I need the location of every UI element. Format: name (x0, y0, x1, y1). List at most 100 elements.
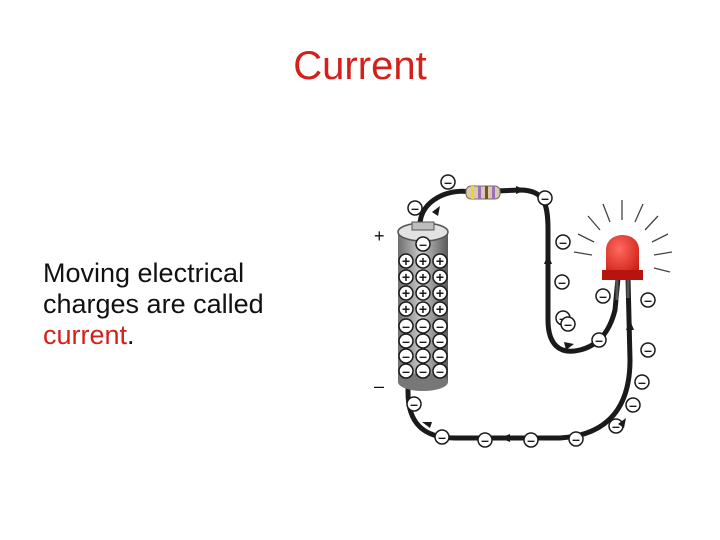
negative-charge: – (477, 432, 493, 448)
negative-charge: – (568, 431, 584, 447)
negative-charge: – (591, 332, 607, 348)
svg-text:+: + (402, 253, 410, 269)
svg-text:+: + (419, 253, 427, 269)
negative-charge: – (554, 274, 570, 290)
negative-charge: – (415, 318, 431, 334)
body-period: . (127, 320, 135, 350)
negative-charge: – (625, 397, 641, 413)
svg-text:–: – (527, 432, 535, 448)
negative-charge: – (555, 234, 571, 250)
svg-text:–: – (419, 318, 427, 334)
arrow-marker (516, 186, 526, 194)
svg-text:+: + (419, 269, 427, 285)
negative-charge: – (640, 342, 656, 358)
negative-charge: – (406, 396, 422, 412)
svg-text:–: – (419, 363, 427, 379)
positive-charge: + (398, 285, 414, 301)
positive-terminal-label: + (374, 226, 385, 246)
svg-text:+: + (402, 285, 410, 301)
arrow-marker (544, 254, 552, 264)
svg-text:–: – (419, 236, 427, 252)
svg-text:–: – (638, 374, 646, 390)
svg-text:–: – (558, 274, 566, 290)
svg-text:–: – (541, 190, 549, 206)
svg-text:–: – (559, 234, 567, 250)
svg-text:–: – (572, 431, 580, 447)
positive-charge: + (398, 253, 414, 269)
svg-text:–: – (419, 348, 427, 364)
arrow-marker (618, 418, 626, 428)
negative-charge: – (434, 429, 450, 445)
svg-text:–: – (402, 348, 410, 364)
negative-charge: – (432, 363, 448, 379)
svg-text:–: – (436, 363, 444, 379)
svg-text:–: – (644, 342, 652, 358)
negative-charge: – (398, 363, 414, 379)
negative-charge: – (440, 174, 456, 190)
arrow-marker (432, 206, 440, 216)
positive-charge: + (432, 285, 448, 301)
body-line-3: current. (43, 320, 343, 351)
negative-charge: – (415, 236, 431, 252)
slide-body-text: Moving electrical charges are called cur… (43, 258, 343, 351)
svg-text:–: – (599, 288, 607, 304)
arrow-marker (422, 422, 432, 428)
positive-charge: + (398, 269, 414, 285)
body-line-1: Moving electrical (43, 258, 245, 288)
svg-text:–: – (564, 316, 572, 332)
svg-text:–: – (436, 333, 444, 349)
positive-charge: + (415, 285, 431, 301)
svg-text:+: + (419, 285, 427, 301)
negative-charge: – (398, 318, 414, 334)
negative-charge: – (415, 363, 431, 379)
negative-charge: – (432, 318, 448, 334)
svg-text:–: – (444, 174, 452, 190)
positive-charge: + (432, 253, 448, 269)
svg-text:–: – (436, 318, 444, 334)
slide-title: Current (0, 44, 720, 89)
circuit-wire-return (405, 275, 633, 441)
current-direction-arrows (422, 186, 634, 442)
svg-text:–: – (644, 292, 652, 308)
negative-charge: – (595, 288, 611, 304)
positive-charge: + (415, 253, 431, 269)
svg-text:–: – (402, 318, 410, 334)
negative-charge: – (432, 348, 448, 364)
negative-charge: – (407, 200, 423, 216)
svg-text:+: + (419, 301, 427, 317)
svg-text:–: – (481, 432, 489, 448)
svg-text:–: – (438, 429, 446, 445)
arrow-marker (564, 342, 574, 350)
svg-text:–: – (410, 396, 418, 412)
circuit-wire (417, 187, 621, 354)
led-bulb (602, 235, 643, 300)
negative-charge: – (398, 348, 414, 364)
svg-text:–: – (402, 333, 410, 349)
svg-text:+: + (402, 301, 410, 317)
slide-title-text: Current (293, 44, 427, 88)
svg-text:–: – (411, 200, 419, 216)
negative-charge: – (398, 333, 414, 349)
svg-text:–: – (612, 418, 620, 434)
resistor (465, 185, 501, 200)
wire-charges: ––––––––––––––––––– (406, 174, 656, 448)
positive-charge: + (415, 301, 431, 317)
positive-charge: + (432, 269, 448, 285)
svg-text:–: – (629, 397, 637, 413)
negative-charge: – (537, 190, 553, 206)
negative-charge: – (640, 292, 656, 308)
led-light-rays (573, 200, 673, 273)
negative-charge: – (415, 333, 431, 349)
svg-text:+: + (402, 269, 410, 285)
svg-text:+: + (436, 253, 444, 269)
body-line-2: charges are called (43, 289, 264, 319)
arrow-marker (626, 320, 634, 330)
positive-charge: + (398, 301, 414, 317)
negative-charge: – (523, 432, 539, 448)
svg-text:+: + (436, 301, 444, 317)
arrow-marker (500, 434, 510, 442)
battery-charges: –++++++++++++–––––––––––– (398, 236, 448, 379)
svg-text:–: – (595, 332, 603, 348)
negative-charge: – (432, 333, 448, 349)
negative-charge: – (608, 418, 624, 434)
